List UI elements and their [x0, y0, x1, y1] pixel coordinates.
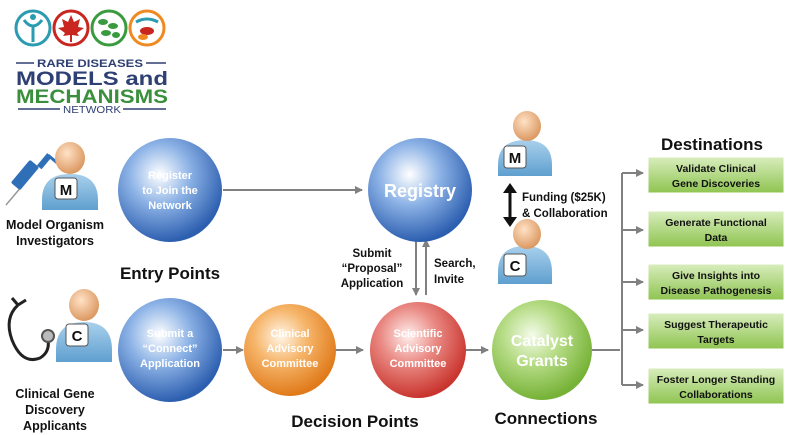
label-clinical-line2: Discovery: [25, 403, 85, 417]
actor-catalyst-c: C: [498, 219, 552, 284]
dest-3-line1: Give Insights into: [672, 270, 760, 282]
section-decision-points: Decision Points: [291, 412, 419, 431]
dest-2-line2: Data: [705, 232, 728, 244]
dest-4-line1: Suggest Therapeutic: [664, 319, 768, 331]
label-model-line2: Investigators: [16, 234, 94, 248]
proposal-line3: Application: [341, 278, 404, 290]
funding-line2: & Collaboration: [522, 208, 608, 220]
node-connect-line2: “Connect”: [143, 343, 198, 355]
stethoscope-icon: [7, 297, 55, 361]
actor-model-investigator: M Model Organism Investigators: [5, 142, 104, 248]
logo-line1: RARE DISEASES: [37, 58, 143, 70]
node-clinical-advisory-committee: Clinical Advisory Committee: [244, 304, 336, 396]
badge-catalyst-c: C: [510, 258, 521, 275]
badge-model: M: [60, 182, 73, 199]
section-destinations: Destinations: [661, 135, 763, 154]
node-sac-line1: Scientific: [394, 328, 443, 340]
logo-line3: MECHANISMS: [16, 87, 168, 108]
destination-box-3: Give Insights into Disease Pathogenesis: [647, 263, 785, 301]
node-catalyst-line1: Catalyst: [511, 333, 574, 350]
funding-line1: Funding ($25K): [522, 192, 606, 204]
logo: RARE DISEASES MODELS and MECHANISMS NETW…: [14, 9, 168, 116]
badge-clinical: C: [72, 328, 83, 345]
destination-list: Validate Clinical Gene Discoveries Gener…: [647, 156, 785, 405]
person-head: [513, 219, 541, 249]
proposal-line1: Submit: [353, 248, 392, 260]
dest-1-line1: Validate Clinical: [676, 163, 756, 175]
node-catalyst-line2: Grants: [516, 353, 568, 370]
section-connections: Connections: [495, 409, 598, 428]
node-connect: Submit a “Connect” Application: [118, 298, 222, 402]
node-registry: Registry: [368, 138, 472, 242]
edge-label-funding: Funding ($25K) & Collaboration: [522, 192, 608, 220]
node-connect-line1: Submit a: [147, 328, 194, 340]
dest-5-line2: Collaborations: [679, 389, 753, 401]
node-connect-line3: Application: [140, 358, 200, 370]
destination-box-5: Foster Longer Standing Collaborations: [647, 367, 785, 405]
node-cac-line2: Advisory: [266, 343, 314, 355]
section-entry-points: Entry Points: [120, 264, 220, 283]
node-register-line3: Network: [148, 200, 192, 212]
person-head: [513, 111, 541, 141]
node-register: Register to Join the Network: [118, 138, 222, 242]
destination-box-2: Generate Functional Data: [647, 210, 785, 248]
node-catalyst-grants: Catalyst Grants: [492, 300, 592, 400]
person-head: [55, 142, 85, 174]
node-cac-line1: Clinical: [270, 328, 309, 340]
label-clinical-line3: Applicants: [23, 419, 87, 433]
actor-clinical-applicant: C Clinical Gene Discovery Applicants: [7, 289, 112, 433]
node-sac-line2: Advisory: [394, 343, 442, 355]
person-head: [69, 289, 99, 321]
badge-catalyst-m: M: [509, 150, 522, 167]
node-cac-line3: Committee: [262, 358, 319, 370]
edge-label-proposal: Submit “Proposal” Application: [341, 248, 404, 290]
node-registry-label: Registry: [384, 181, 456, 201]
edge-label-search: Search, Invite: [434, 258, 476, 286]
dest-1-line2: Gene Discoveries: [672, 178, 760, 190]
node-register-line2: to Join the: [142, 185, 198, 197]
dest-3-line2: Disease Pathogenesis: [661, 285, 772, 297]
label-clinical-line1: Clinical Gene: [15, 387, 94, 401]
destination-box-4: Suggest Therapeutic Targets: [647, 312, 785, 350]
destination-box-1: Validate Clinical Gene Discoveries: [647, 156, 785, 194]
search-line2: Invite: [434, 274, 464, 286]
logo-icon-cells: [90, 9, 128, 47]
node-scientific-advisory-committee: Scientific Advisory Committee: [370, 302, 466, 398]
logo-line4: NETWORK: [63, 105, 121, 116]
dest-5-line1: Foster Longer Standing: [657, 374, 775, 386]
connectors: [223, 169, 644, 389]
actor-catalyst-m: M: [498, 111, 552, 176]
logo-line2: MODELS and: [16, 69, 168, 90]
node-sac-line3: Committee: [390, 358, 447, 370]
label-model-line1: Model Organism: [6, 218, 104, 232]
proposal-line2: “Proposal”: [342, 263, 403, 275]
search-line1: Search,: [434, 258, 476, 270]
dest-4-line2: Targets: [697, 334, 734, 346]
node-register-line1: Register: [148, 170, 193, 182]
dest-2-line1: Generate Functional: [665, 217, 767, 229]
